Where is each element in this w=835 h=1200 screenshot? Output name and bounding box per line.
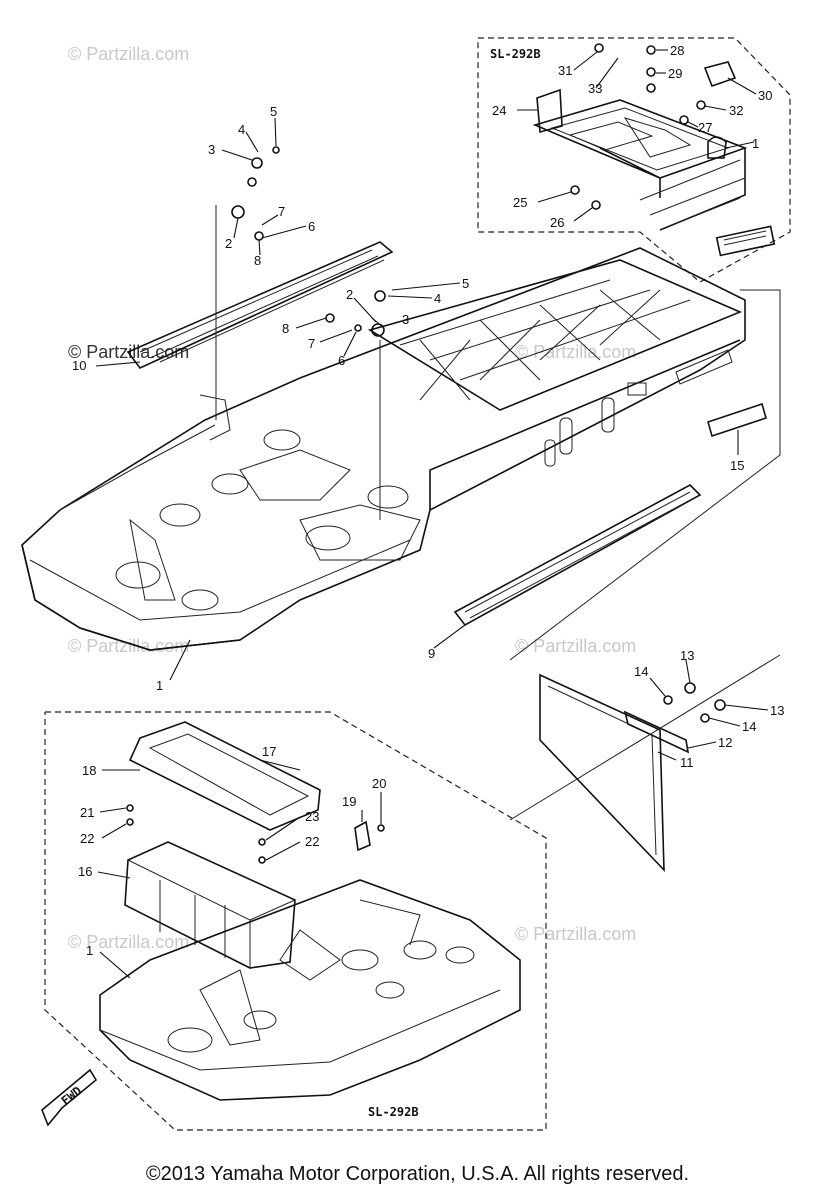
callout-13: 13 (680, 648, 694, 663)
callout-2: 2 (346, 287, 353, 302)
callout-3: 3 (402, 312, 409, 327)
watermark: © Partzilla.com (68, 44, 189, 64)
callout-10: 10 (72, 358, 86, 373)
callout-14: 14 (634, 664, 648, 679)
callout-25: 25 (513, 195, 527, 210)
callout-26: 26 (550, 215, 564, 230)
callout-32: 32 (729, 103, 743, 118)
callout-12: 12 (718, 735, 732, 750)
callout-5: 5 (270, 104, 277, 119)
subassembly-code: SL-292B (490, 47, 541, 61)
callout-9: 9 (428, 646, 435, 661)
watermark: © Partzilla.com (515, 924, 636, 944)
flap-subassembly (509, 654, 781, 873)
callout-2: 2 (225, 236, 232, 251)
watermark: © Partzilla.com (515, 342, 636, 362)
callout-28: 28 (670, 43, 684, 58)
callout-4: 4 (238, 122, 245, 137)
callout-6: 6 (308, 219, 315, 234)
seat-rail-subassembly: SL-292B (477, 37, 791, 283)
callout-15: 15 (730, 458, 744, 473)
copyright-notice: ©2013 Yamaha Motor Corporation, U.S.A. A… (145, 1163, 690, 1185)
callout-23: 23 (305, 809, 319, 824)
watermark: © Partzilla.com (68, 636, 189, 656)
hull-assembly (21, 117, 781, 681)
callout-33: 33 (588, 81, 602, 96)
watermark: © Partzilla.com (68, 932, 189, 952)
front-marker: FWD (59, 1084, 85, 1108)
callout-13: 13 (770, 703, 784, 718)
callout-22: 22 (305, 834, 319, 849)
callout-19: 19 (342, 794, 356, 809)
callout-27: 27 (698, 120, 712, 135)
subassembly-code: SL-292B (368, 1105, 419, 1119)
callout-1: 1 (752, 136, 759, 151)
callout-6: 6 (338, 353, 345, 368)
callout-14: 14 (742, 719, 756, 734)
callout-3: 3 (208, 142, 215, 157)
callout-5: 5 (462, 276, 469, 291)
callout-29: 29 (668, 66, 682, 81)
callout-labels: 1 1 1 2 3 4 5 6 7 8 2 3 4 5 6 7 8 9 10 1… (72, 43, 784, 958)
callout-17: 17 (262, 744, 276, 759)
callout-11: 11 (680, 755, 694, 770)
storage-box-subassembly: SL-292B FWD (41, 711, 547, 1131)
watermark: © Partzilla.com (515, 636, 636, 656)
callout-1: 1 (156, 678, 163, 693)
callout-7: 7 (278, 204, 285, 219)
callout-18: 18 (82, 763, 96, 778)
callout-24: 24 (492, 103, 506, 118)
callout-31: 31 (558, 63, 572, 78)
callout-30: 30 (758, 88, 772, 103)
callout-16: 16 (78, 864, 92, 879)
callout-8: 8 (254, 253, 261, 268)
callout-22: 22 (80, 831, 94, 846)
callout-21: 21 (80, 805, 94, 820)
callout-7: 7 (308, 336, 315, 351)
callout-20: 20 (372, 776, 386, 791)
callout-4: 4 (434, 291, 441, 306)
callout-8: 8 (282, 321, 289, 336)
callout-1: 1 (86, 943, 93, 958)
